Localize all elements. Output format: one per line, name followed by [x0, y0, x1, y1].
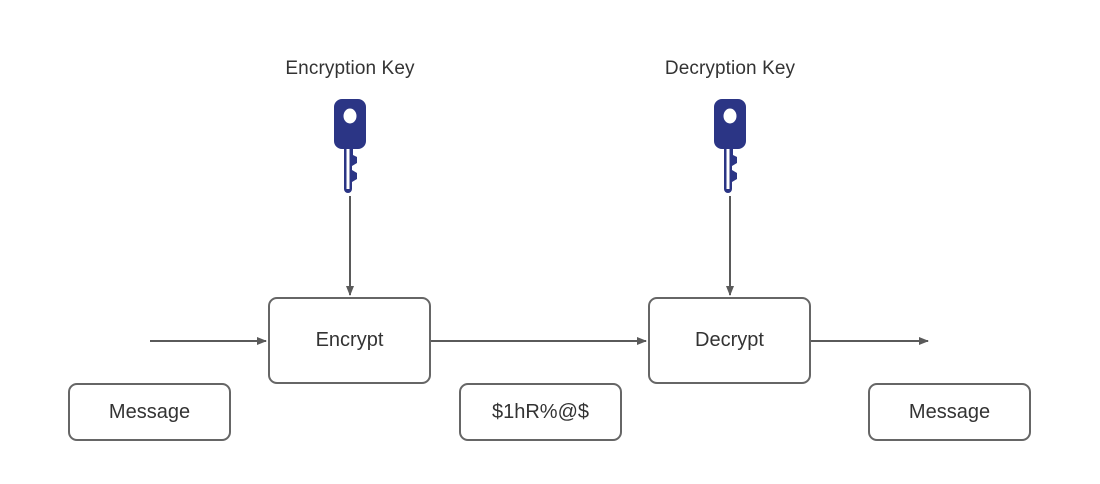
- plaintext-input-label: Message: [108, 400, 191, 423]
- encryption-key-label: Encryption Key: [285, 58, 415, 79]
- key-icon: [328, 97, 372, 206]
- key-icon: [708, 97, 752, 206]
- decryption-key-label: Decryption Key: [664, 58, 796, 79]
- encrypt-process-box[interactable]: Encrypt: [268, 297, 431, 384]
- encrypt-process-label: Encrypt: [315, 329, 384, 351]
- ciphertext-box[interactable]: $1hR%@$: [459, 383, 622, 441]
- ciphertext-label: $1hR%@$: [491, 400, 590, 423]
- decrypt-process-box[interactable]: Decrypt: [648, 297, 811, 384]
- plaintext-output-label: Message: [908, 400, 991, 423]
- decrypt-process-label: Decrypt: [695, 329, 764, 351]
- plaintext-input-box[interactable]: Message: [68, 383, 231, 441]
- plaintext-output-box[interactable]: Message: [868, 383, 1031, 441]
